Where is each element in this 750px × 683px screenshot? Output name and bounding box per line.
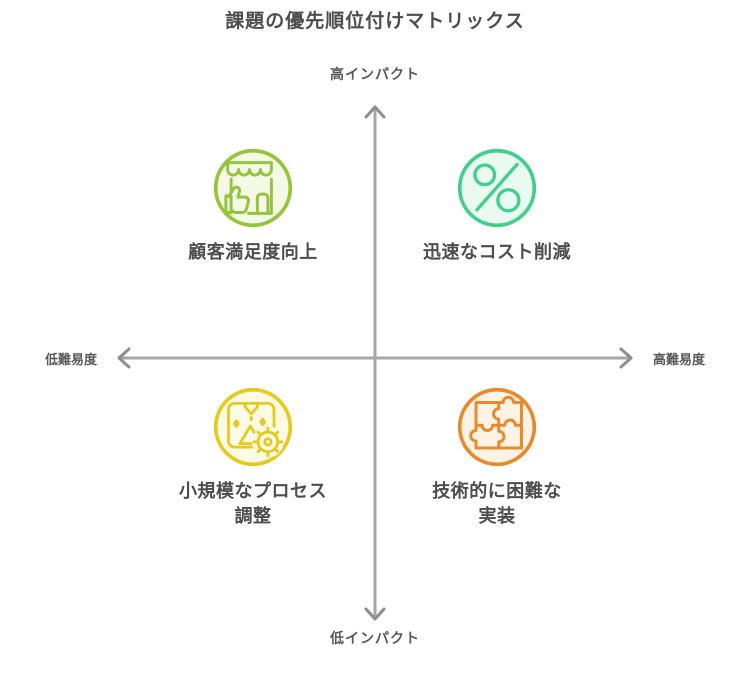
- diagram-title: 課題の優先順位付けマトリックス: [225, 11, 525, 32]
- puzzle-seam-vertical-bottom: [497, 423, 506, 450]
- thumb-hand: [227, 185, 251, 214]
- quadrant-label: 小規模なプロセス 調整: [179, 479, 327, 529]
- axis-label-low-impact: 低インパクト: [330, 630, 420, 646]
- axis-label-low-difficulty: 低難易度: [44, 352, 97, 367]
- quadrant-label: 迅速なコスト削減: [423, 240, 571, 265]
- printer-gear-icon: [213, 387, 293, 467]
- puzzle-outline: [469, 395, 523, 450]
- quadrant-bottom-left: 小規模なプロセス 調整: [131, 385, 375, 529]
- puzzle-seam-vertical-top: [492, 401, 501, 427]
- sparkle-left: [233, 419, 240, 428]
- quadrant-top-left: 顧客満足度向上: [131, 146, 375, 265]
- quadrant-label: 顧客満足度向上: [188, 240, 318, 265]
- quadrant-label-line: 迅速なコスト削減: [423, 242, 571, 262]
- puzzle-seam-horizontal-left: [474, 423, 501, 432]
- storefront-thumbs-up-icon: [213, 148, 293, 228]
- arrow-down-icon: [364, 607, 386, 621]
- percent-discount-icon: [457, 148, 537, 228]
- printer-frame: [227, 401, 276, 449]
- quadrant-label: 技術的に困難な 実装: [432, 479, 562, 529]
- axis-label-high-difficulty: 高難易度: [652, 352, 705, 367]
- quadrant-bottom-right: 技術的に困難な 実装: [375, 385, 619, 529]
- quadrant-label-line: 実装: [478, 506, 516, 526]
- percent-bottom-circle: [496, 188, 521, 213]
- store-door: [255, 192, 270, 215]
- quadrant-label-line: 技術的に困難な: [432, 481, 562, 501]
- arrow-up-icon: [364, 105, 386, 119]
- puzzle-pieces-icon: [457, 387, 537, 467]
- percent-slash: [475, 162, 519, 212]
- gear-hub: [263, 437, 273, 447]
- puzzle-seam-horizontal-right: [497, 418, 523, 427]
- quadrant-top-right: 迅速なコスト削減: [375, 146, 619, 265]
- quadrant-label-line: 顧客満足度向上: [188, 242, 318, 262]
- quadrant-label-line: 小規模なプロセス: [179, 481, 327, 501]
- arrow-left-icon: [117, 347, 131, 369]
- icon-circle: [457, 387, 537, 467]
- percent-top-circle: [473, 163, 497, 187]
- icon-circle: [213, 387, 293, 467]
- arrow-right-icon: [619, 347, 633, 369]
- awning-shape: [226, 161, 273, 177]
- printer-nozzle: [243, 401, 259, 416]
- gear-teeth: [252, 426, 284, 458]
- quadrant-label-line: 調整: [234, 506, 272, 526]
- sparkle-right: [259, 417, 266, 427]
- axis-label-high-impact: 高インパクト: [330, 66, 420, 82]
